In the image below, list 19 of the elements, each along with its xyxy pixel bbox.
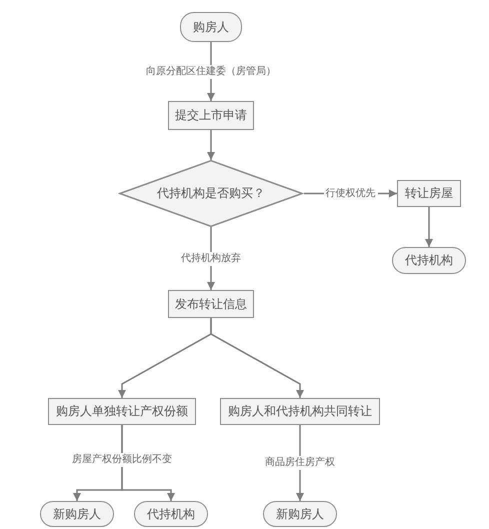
terminal-pill: 购房人: [180, 12, 242, 42]
terminal-pill: 新购房人: [40, 501, 114, 527]
edge-label: 房屋产权份额比例不变: [70, 453, 174, 467]
edge-label: 商品房住房产权: [263, 456, 337, 470]
terminal-pill: 代持机构: [392, 247, 466, 274]
edge-label: 代持机构放弃: [179, 252, 243, 266]
process-box: 发布转让信息: [168, 290, 254, 318]
process-box: 提交上市申请: [168, 101, 254, 130]
terminal-pill: 新购房人: [263, 501, 337, 527]
edge-label: 行使权优先: [324, 186, 378, 200]
arrow: [207, 130, 215, 160]
decision-diamond: 代持机构是否购买？: [118, 160, 304, 227]
arrow: [210, 318, 304, 398]
process-box: 转让房屋: [397, 180, 461, 207]
arrow: [425, 207, 433, 247]
terminal-pill: 代持机构: [134, 501, 208, 527]
process-box: 购房人和代持机构共同转让: [220, 398, 380, 425]
process-box: 购房人单独转让产权份额: [48, 398, 196, 425]
arrow: [121, 425, 175, 501]
